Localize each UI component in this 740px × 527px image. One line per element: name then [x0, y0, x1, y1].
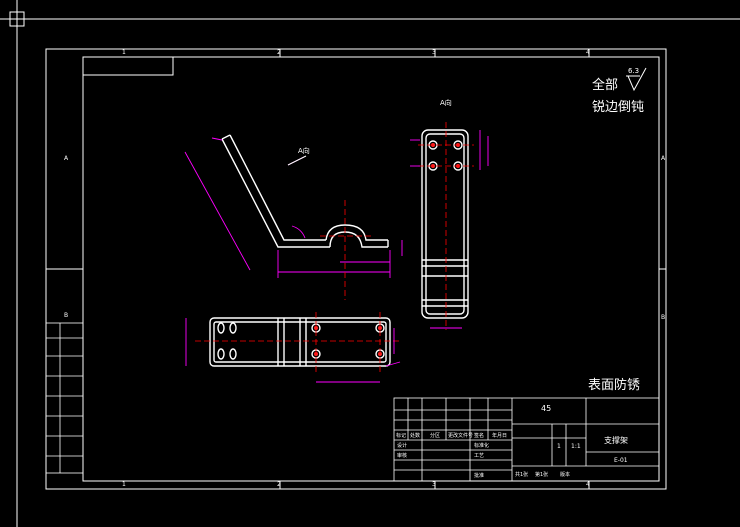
border-top-3: 3 — [432, 49, 436, 56]
title-part-name: 支撑架 — [604, 436, 628, 445]
title-left-label-2: 标准化 — [474, 443, 490, 449]
border-bottom-3: 3 — [432, 481, 436, 488]
border-bottom-1: 1 — [122, 481, 126, 488]
border-bottom-4: 4 — [586, 481, 590, 488]
border-right-b: B — [661, 314, 666, 321]
title-row-label-1: 标记 — [396, 433, 407, 439]
border-top-2: 2 — [277, 49, 281, 56]
title-footer-1: 共1张 — [515, 472, 529, 478]
title-count: 1 — [557, 443, 561, 450]
view-arrow-label: A向 — [298, 147, 310, 155]
title-left-label-4: 工艺 — [474, 453, 485, 459]
border-top-4: 4 — [586, 49, 590, 56]
surface-note: 表面防锈 — [588, 378, 641, 393]
side-view-holes — [431, 143, 460, 168]
border-top-1: 1 — [122, 49, 126, 56]
side-view-centerlines — [418, 122, 474, 330]
chamfer-all-label: 全部 — [592, 78, 619, 93]
side-view-a[interactable] — [421, 129, 469, 319]
border-right-a: A — [661, 155, 666, 162]
left-side-strip — [45, 322, 84, 474]
border-left-a: A — [64, 155, 69, 162]
title-row-label-5: 签名 — [474, 433, 485, 439]
title-row-label-2: 处数 — [410, 433, 421, 439]
title-scale: 1:1 — [571, 443, 581, 450]
title-drawing-no: E-01 — [614, 457, 628, 464]
title-footer-3: 版本 — [560, 472, 571, 478]
roughness-value: 6.3 — [628, 67, 640, 75]
title-left-label-3: 审核 — [397, 453, 408, 459]
title-row-label-4: 更改文件号 — [448, 433, 474, 439]
title-material: 45 — [541, 404, 552, 413]
bent-bracket-dimensions — [184, 137, 403, 278]
flat-pattern-dimensions — [185, 318, 401, 383]
sheet-border — [45, 48, 667, 490]
side-view-dimensions — [410, 130, 489, 329]
border-bottom-2: 2 — [277, 481, 281, 488]
title-row-label-6: 年月日 — [492, 433, 508, 439]
bent-bracket-centerline — [320, 200, 372, 300]
view-arrow-icon — [287, 155, 307, 166]
flat-pattern-centerlines — [195, 312, 402, 372]
title-block — [393, 397, 660, 482]
title-left-label-1: 设计 — [397, 443, 408, 449]
chamfer-note: 锐边倒钝 — [592, 100, 645, 115]
view-label-a: A向 — [440, 99, 452, 107]
border-left-b: B — [64, 312, 69, 319]
flat-pattern-view[interactable] — [209, 317, 391, 367]
title-left-label-5: 批准 — [474, 473, 485, 479]
title-row-label-3: 分区 — [430, 433, 441, 439]
roughness-symbol-icon — [626, 67, 647, 92]
title-footer-2: 第1张 — [535, 472, 549, 478]
